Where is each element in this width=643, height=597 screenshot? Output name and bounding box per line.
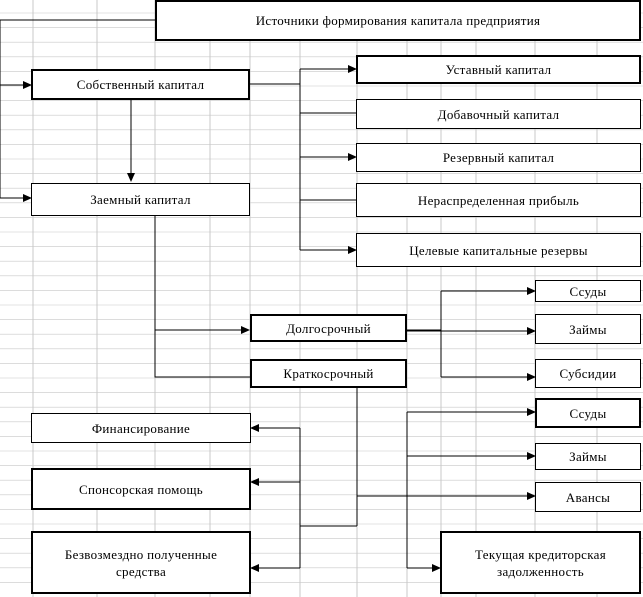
- node-st-borrowings: Займы: [535, 443, 641, 470]
- root-to-own-arrow: [0, 20, 32, 89]
- node-reserve-capital: Резервный капитал: [356, 143, 641, 172]
- node-financing: Финансирование: [31, 413, 251, 443]
- node-subsidies: Субсидии: [535, 359, 641, 388]
- node-st-loans: Ссуды: [535, 398, 641, 428]
- root-to-borrowed-arrow: [0, 85, 32, 202]
- node-gratuitous-funds: Безвозмездно полученные средства: [31, 531, 251, 594]
- node-target-reserves: Целевые капитальные резервы: [356, 233, 641, 267]
- borrowed-bus: [154, 215, 250, 378]
- node-current-payables: Текущая кредиторская задолженность: [440, 531, 641, 594]
- node-long-term: Долгосрочный: [250, 314, 407, 342]
- node-root: Источники формирования капитала предприя…: [155, 0, 641, 41]
- node-lt-borrowings: Займы: [535, 314, 641, 344]
- node-advances: Авансы: [535, 482, 641, 512]
- short-term-bus: [356, 388, 408, 568]
- node-charter-capital: Уставный капитал: [356, 55, 641, 84]
- own-capital-bus: [250, 69, 301, 250]
- node-sponsorship: Спонсорская помощь: [31, 468, 251, 510]
- left-bus: [299, 428, 301, 568]
- node-lt-loans: Ссуды: [535, 280, 641, 302]
- node-short-term: Краткосрочный: [250, 359, 407, 388]
- node-borrowed-capital: Заемный капитал: [31, 183, 250, 216]
- long-term-bus: [407, 291, 442, 377]
- node-retained-earnings: Нераспределенная прибыль: [356, 183, 641, 217]
- node-own-capital: Собственный капитал: [31, 69, 250, 100]
- node-additional-capital: Добавочный капитал: [356, 99, 641, 129]
